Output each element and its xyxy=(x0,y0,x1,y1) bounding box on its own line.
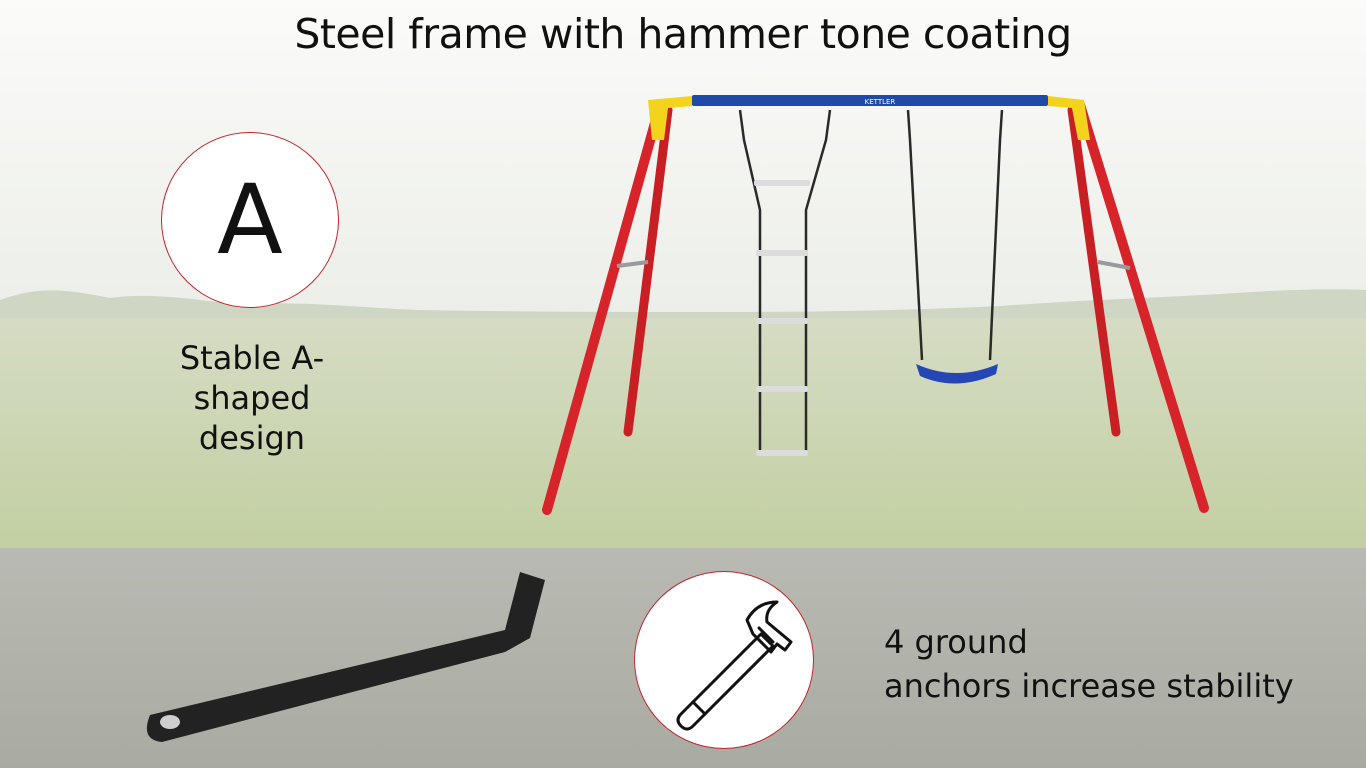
a-shape-badge: A xyxy=(161,132,339,308)
stable-design-caption: Stable A- shaped design xyxy=(150,338,354,458)
left-front-leg xyxy=(542,100,665,515)
left-back-leg xyxy=(623,105,673,437)
swing-seat xyxy=(906,109,1004,384)
caption-a-line3: design xyxy=(198,419,306,457)
brand-label: KETTLER xyxy=(865,98,896,106)
page-title-text: Steel frame with hammer tone coating xyxy=(294,10,1072,58)
hammer-badge xyxy=(634,571,814,749)
right-front-leg xyxy=(1075,100,1209,513)
right-corner-joint xyxy=(1048,96,1090,140)
hammer-icon xyxy=(676,600,793,731)
grass-field xyxy=(0,318,1366,550)
ground-anchors-caption: 4 ground anchors increase stability xyxy=(884,620,1354,708)
caption-a-line2: shaped xyxy=(193,379,311,417)
caption-b-line2: anchors increase stability xyxy=(884,667,1294,705)
a-letter-icon: A xyxy=(217,164,283,276)
caption-a-line1: Stable A- xyxy=(179,339,325,377)
rope-ladder xyxy=(738,109,832,456)
page-title: Steel frame with hammer tone coating xyxy=(0,10,1366,58)
right-brace xyxy=(1097,260,1131,270)
top-bar xyxy=(692,95,1048,106)
right-back-leg xyxy=(1067,105,1121,437)
left-corner-joint xyxy=(648,96,692,140)
caption-b-line1: 4 ground xyxy=(884,623,1028,661)
left-brace xyxy=(616,260,649,268)
